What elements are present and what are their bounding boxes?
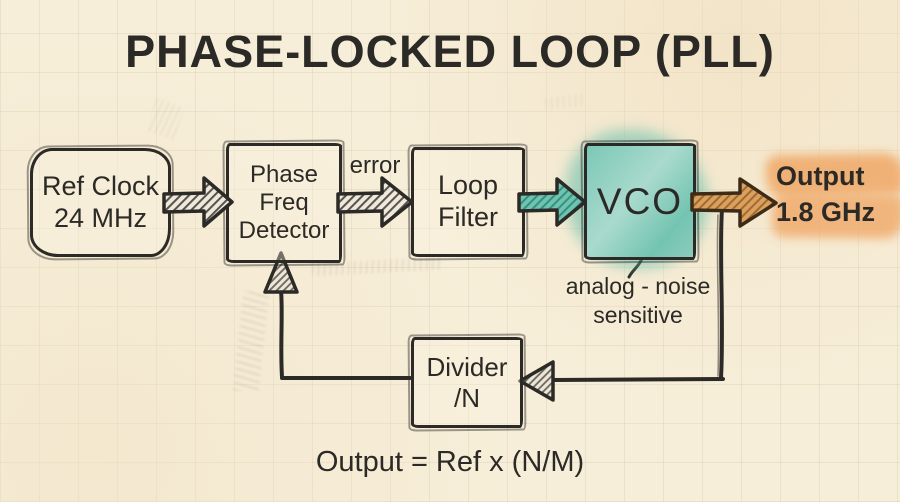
divider-line2: /N: [454, 382, 480, 413]
ref-clock-line1: Ref Clock: [41, 170, 160, 201]
divider-line1: Divider: [426, 351, 508, 382]
vco-label: VCO: [596, 180, 684, 222]
pfd-line2: Freq: [259, 188, 309, 216]
ref-clock-line2: 24 MHz: [53, 202, 148, 233]
feedback-arrowhead-up-icon: [263, 251, 299, 294]
feedback-line-up: [279, 288, 284, 379]
arrow-vco-to-output-icon: [690, 177, 778, 228]
vco-note: analog - noise sensitive: [548, 272, 728, 330]
pfd-line3: Detector: [238, 217, 330, 245]
page-title: PHASE-LOCKED LOOP (PLL): [125, 26, 775, 77]
formula-text: Output = Ref x (N/M): [315, 446, 585, 478]
output-line1: Output: [776, 161, 865, 191]
vco-note-line2: sensitive: [593, 301, 683, 328]
feedback-arrowhead-left-icon: [518, 360, 555, 402]
feedback-line-sketch-double: [716, 214, 720, 377]
loop-filter-line1: Loop: [437, 170, 499, 201]
arrow-ref-to-pfd-icon: [162, 176, 234, 228]
output-label: Output 1.8 GHz: [776, 158, 900, 231]
vco-note-line1: analog - noise: [565, 273, 711, 299]
block-loop-filter: Loop Filter: [411, 147, 525, 257]
block-vco: VCO: [584, 143, 696, 260]
arrow-loop-to-vco-icon: [517, 177, 587, 227]
output-line2: 1.8 GHz: [776, 197, 876, 228]
feedback-line-to-divider: [550, 377, 725, 382]
loop-filter-line2: Filter: [438, 202, 498, 232]
block-phase-freq-detector: Phase Freq Detector: [226, 143, 342, 263]
pfd-line1: Phase: [249, 160, 319, 188]
arrow-pfd-to-loop-icon: [336, 176, 414, 228]
block-divider: Divider /N: [411, 337, 523, 428]
feedback-line-down: [719, 207, 724, 380]
error-label: error: [349, 152, 401, 179]
block-ref-clock: Ref Clock 24 MHz: [30, 148, 171, 257]
